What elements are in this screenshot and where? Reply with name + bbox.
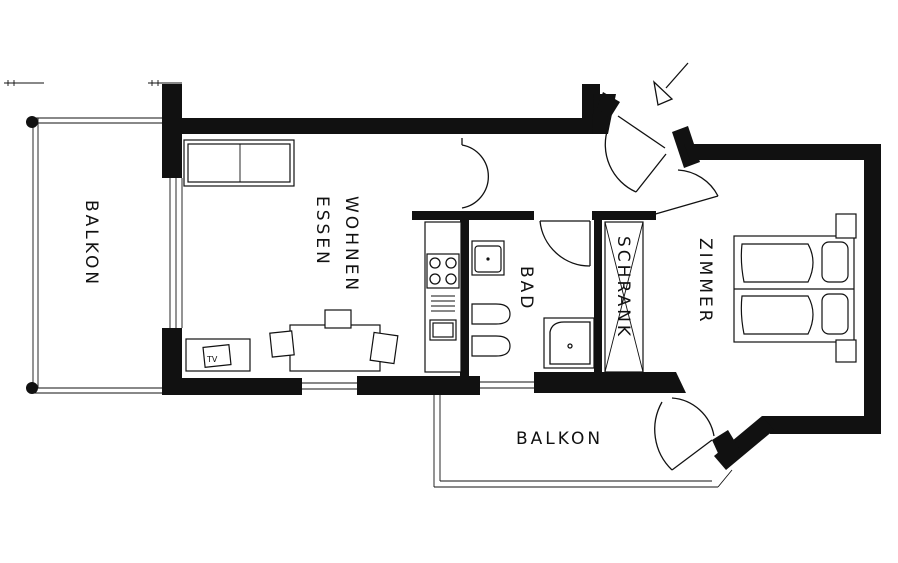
sofa bbox=[183, 139, 295, 187]
wardrobe bbox=[604, 221, 644, 373]
room-label-balkon-left: BALKON bbox=[81, 200, 101, 287]
bottom-balcony bbox=[433, 392, 733, 488]
balcony-post bbox=[26, 116, 38, 128]
walls bbox=[162, 84, 881, 470]
bathroom-fixtures bbox=[471, 240, 595, 369]
tv-table: TV bbox=[185, 338, 251, 372]
balcony-post bbox=[26, 382, 38, 394]
windows bbox=[169, 178, 534, 390]
kitchenette bbox=[424, 221, 462, 373]
room-label-balkon-bottom: BALKON bbox=[516, 429, 603, 449]
left-balcony bbox=[4, 80, 182, 394]
room-label-zimmer: ZIMMER bbox=[695, 238, 715, 325]
tv-label: TV bbox=[206, 355, 218, 364]
room-label-essen: ESSEN bbox=[312, 196, 332, 267]
doors bbox=[461, 115, 719, 471]
room-label-bad: BAD bbox=[516, 266, 536, 311]
room-label-schrank: SCHRANK bbox=[613, 236, 633, 339]
dining-table bbox=[269, 309, 399, 372]
north-arrow bbox=[653, 62, 689, 106]
double-bed bbox=[733, 213, 857, 363]
room-label-wohnen: WOHNEN bbox=[341, 196, 361, 293]
